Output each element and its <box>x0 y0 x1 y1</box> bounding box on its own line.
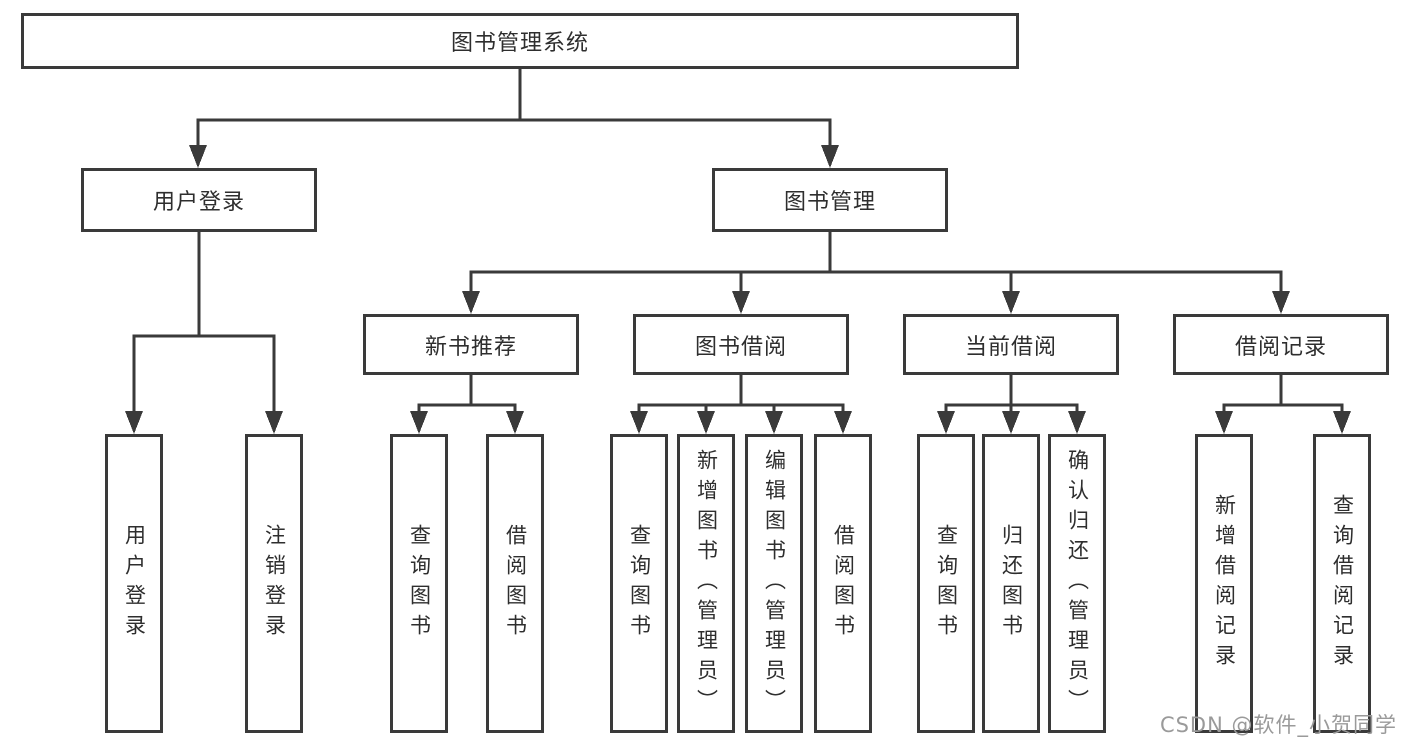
node-current-borrow: 当前借阅 <box>903 314 1119 375</box>
leaf-borrow-books-label: 借阅图书 <box>831 523 856 644</box>
node-current-borrow-label: 当前借阅 <box>964 334 1057 360</box>
leaf-edit-books-admin: 编辑图书（管理员） <box>745 434 803 733</box>
leaf-query-borrow-record: 查询借阅记录 <box>1313 434 1371 733</box>
leaf-return-books-label: 归还图书 <box>999 523 1024 644</box>
node-borrow-records: 借阅记录 <box>1173 314 1389 375</box>
leaf-borrow-books: 借阅图书 <box>814 434 872 733</box>
leaf-confirm-return-admin: 确认归还（管理员） <box>1048 434 1106 733</box>
leaf-add-borrow-record-label: 新增借阅记录 <box>1212 493 1237 674</box>
leaf-add-borrow-record: 新增借阅记录 <box>1195 434 1253 733</box>
node-root-label: 图书管理系统 <box>450 31 589 56</box>
leaf-return-books: 归还图书 <box>982 434 1040 733</box>
leaf-edit-books-admin-label: 编辑图书（管理员） <box>762 448 787 719</box>
leaf-current-query-books: 查询图书 <box>917 434 975 733</box>
leaf-logout-label: 注销登录 <box>262 523 287 644</box>
node-book-borrow: 图书借阅 <box>633 314 849 375</box>
node-new-book-recommend-label: 新书推荐 <box>424 334 517 360</box>
leaf-current-query-books-label: 查询图书 <box>934 523 959 644</box>
node-book-borrow-label: 图书借阅 <box>694 334 787 360</box>
leaf-recommend-query-books-label: 查询图书 <box>407 523 432 644</box>
leaf-confirm-return-admin-label: 确认归还（管理员） <box>1065 448 1090 719</box>
node-borrow-records-label: 借阅记录 <box>1234 334 1327 360</box>
node-root: 图书管理系统 <box>21 13 1019 69</box>
csdn-watermark: CSDN @软件_小贺同学 <box>1159 713 1397 737</box>
node-new-book-recommend: 新书推荐 <box>363 314 579 375</box>
node-user-login-label: 用户登录 <box>152 190 245 215</box>
leaf-user-login: 用户登录 <box>105 434 163 733</box>
node-book-management-label: 图书管理 <box>783 190 876 215</box>
leaf-logout: 注销登录 <box>245 434 303 733</box>
leaf-recommend-borrow-books-label: 借阅图书 <box>503 523 528 644</box>
leaf-add-books-admin: 新增图书（管理员） <box>677 434 735 733</box>
leaf-query-borrow-record-label: 查询借阅记录 <box>1330 493 1355 674</box>
leaf-borrow-query-books-label: 查询图书 <box>627 523 652 644</box>
node-user-login: 用户登录 <box>81 168 317 232</box>
leaf-user-login-label: 用户登录 <box>122 523 147 644</box>
node-book-management: 图书管理 <box>712 168 948 232</box>
leaf-add-books-admin-label: 新增图书（管理员） <box>694 448 719 719</box>
leaf-recommend-borrow-books: 借阅图书 <box>486 434 544 733</box>
leaf-recommend-query-books: 查询图书 <box>390 434 448 733</box>
leaf-borrow-query-books: 查询图书 <box>610 434 668 733</box>
